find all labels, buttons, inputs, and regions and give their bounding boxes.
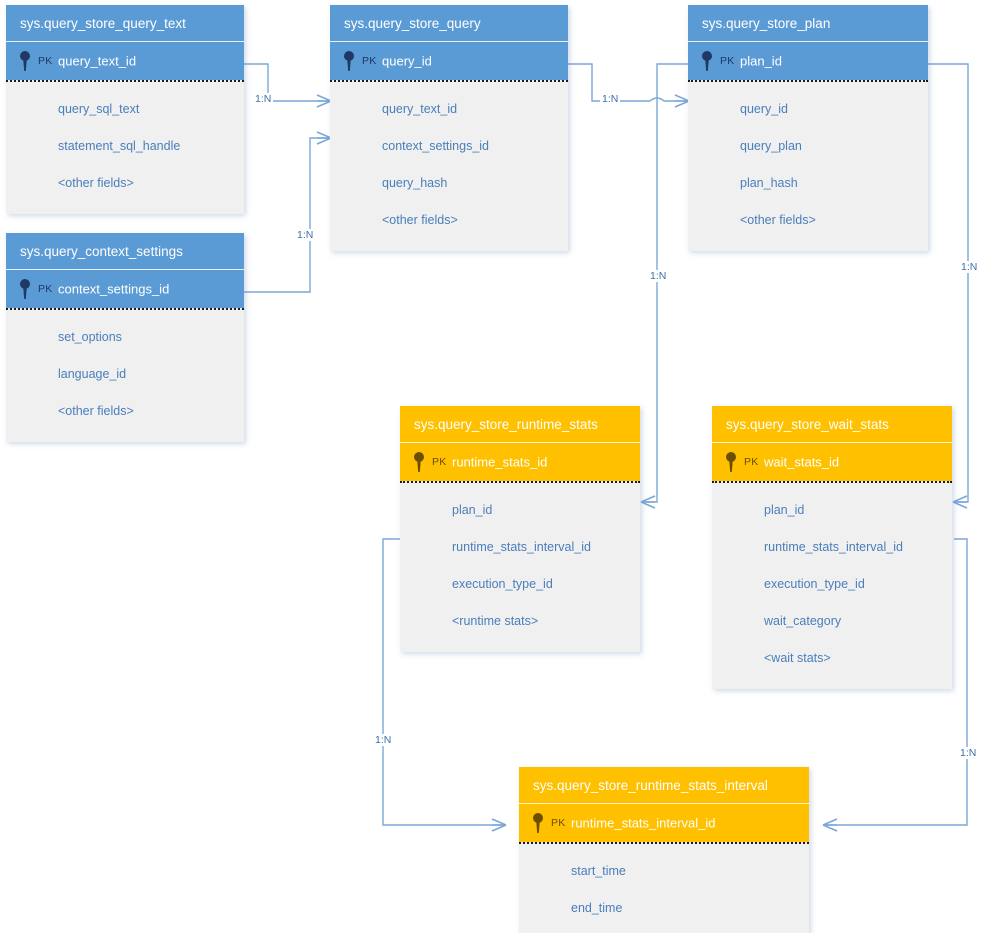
field-row: wait_category: [764, 614, 842, 628]
entity-field-list: query_id query_plan plan_hash <other fie…: [688, 80, 928, 251]
entity-field-list: query_text_id context_settings_id query_…: [330, 80, 568, 251]
entity-pk-row[interactable]: PK plan_id: [688, 42, 928, 80]
cardinality-plan-to-runtime-stats: 1:N: [648, 270, 669, 282]
field-row: query_sql_text: [58, 102, 140, 116]
pk-field-name: runtime_stats_interval_id: [571, 815, 716, 831]
field-row: end_time: [571, 901, 623, 915]
field-row: <other fields>: [58, 404, 134, 418]
field-row: execution_type_id: [764, 577, 865, 591]
key-icon: [20, 279, 30, 299]
field-row: <runtime stats>: [452, 614, 539, 628]
field-row: query_id: [740, 102, 788, 116]
entity-sys-query-store-wait-stats[interactable]: sys.query_store_wait_stats PK wait_stats…: [712, 406, 952, 689]
entity-pk-row[interactable]: PK runtime_stats_interval_id: [519, 804, 809, 842]
entity-sys-query-store-plan[interactable]: sys.query_store_plan PK plan_id query_id…: [688, 5, 928, 251]
entity-title: sys.query_store_runtime_stats: [400, 406, 640, 443]
pk-field-name: plan_id: [740, 53, 782, 69]
field-row: set_options: [58, 330, 122, 344]
cardinality-query-to-plan: 1:N: [600, 93, 621, 105]
key-icon: [533, 813, 543, 833]
field-row: runtime_stats_interval_id: [452, 540, 591, 554]
field-row: runtime_stats_interval_id: [764, 540, 903, 554]
field-row: <other fields>: [382, 213, 458, 227]
cardinality-plan-to-wait-stats: 1:N: [959, 261, 980, 273]
field-row: language_id: [58, 367, 127, 381]
link-context-settings-to-query: [244, 137, 330, 293]
pk-field-name: context_settings_id: [58, 281, 170, 297]
pk-badge: PK: [38, 55, 53, 67]
key-icon: [414, 452, 424, 472]
cardinality-query-text-to-query: 1:N: [253, 93, 274, 105]
link-query-to-plan: [568, 63, 688, 102]
field-row: <other fields>: [58, 176, 134, 190]
field-row: query_plan: [740, 139, 802, 153]
entity-title: sys.query_store_query_text: [6, 5, 244, 42]
pk-badge: PK: [551, 817, 566, 829]
key-icon: [20, 51, 30, 71]
pk-badge: PK: [744, 456, 759, 468]
key-icon: [726, 452, 736, 472]
field-row: plan_hash: [740, 176, 798, 190]
entity-field-list: plan_id runtime_stats_interval_id execut…: [400, 481, 640, 652]
link-plan-to-runtime-stats: [642, 63, 688, 503]
entity-title: sys.query_store_plan: [688, 5, 928, 42]
entity-pk-row[interactable]: PK wait_stats_id: [712, 443, 952, 481]
pk-badge: PK: [362, 55, 377, 67]
field-row: statement_sql_handle: [58, 139, 181, 153]
cardinality-runtime-stats-to-interval: 1:N: [373, 734, 394, 746]
entity-sys-query-store-runtime-stats[interactable]: sys.query_store_runtime_stats PK runtime…: [400, 406, 640, 652]
field-row: context_settings_id: [382, 139, 490, 153]
key-icon: [344, 51, 354, 71]
entity-field-list: plan_id runtime_stats_interval_id execut…: [712, 481, 952, 689]
entity-title: sys.query_store_query: [330, 5, 568, 42]
pk-field-name: wait_stats_id: [764, 454, 840, 470]
pk-field-name: query_text_id: [58, 53, 137, 69]
pk-badge: PK: [720, 55, 735, 67]
field-row: <other fields>: [740, 213, 816, 227]
pk-field-name: runtime_stats_id: [452, 454, 548, 470]
entity-pk-row[interactable]: PK context_settings_id: [6, 270, 244, 308]
pk-badge: PK: [432, 456, 447, 468]
field-row: execution_type_id: [452, 577, 553, 591]
entity-sys-query-context-settings[interactable]: sys.query_context_settings PK context_se…: [6, 233, 244, 442]
entity-field-list: query_sql_text statement_sql_handle <oth…: [6, 80, 244, 214]
pk-field-name: query_id: [382, 53, 432, 69]
entity-sys-query-store-query[interactable]: sys.query_store_query PK query_id query_…: [330, 5, 568, 251]
field-row: plan_id: [764, 503, 805, 517]
entity-sys-query-store-runtime-stats-interval[interactable]: sys.query_store_runtime_stats_interval P…: [519, 767, 809, 933]
field-row: <wait stats>: [764, 651, 831, 665]
cardinality-context-settings-to-query: 1:N: [295, 229, 316, 241]
field-row: start_time: [571, 864, 626, 878]
entity-sys-query-store-query-text[interactable]: sys.query_store_query_text PK query_text…: [6, 5, 244, 214]
entity-pk-row[interactable]: PK runtime_stats_id: [400, 443, 640, 481]
entity-title: sys.query_store_runtime_stats_interval: [519, 767, 809, 804]
pk-badge: PK: [38, 283, 53, 295]
field-row: plan_id: [452, 503, 493, 517]
field-row: query_hash: [382, 176, 448, 190]
entity-title: sys.query_context_settings: [6, 233, 244, 270]
field-row: query_text_id: [382, 102, 458, 116]
entity-pk-row[interactable]: PK query_id: [330, 42, 568, 80]
entity-title: sys.query_store_wait_stats: [712, 406, 952, 443]
entity-pk-row[interactable]: PK query_text_id: [6, 42, 244, 80]
entity-field-list: set_options language_id <other fields>: [6, 308, 244, 442]
entity-field-list: start_time end_time: [519, 842, 809, 933]
cardinality-wait-stats-to-interval: 1:N: [958, 747, 979, 759]
key-icon: [702, 51, 712, 71]
